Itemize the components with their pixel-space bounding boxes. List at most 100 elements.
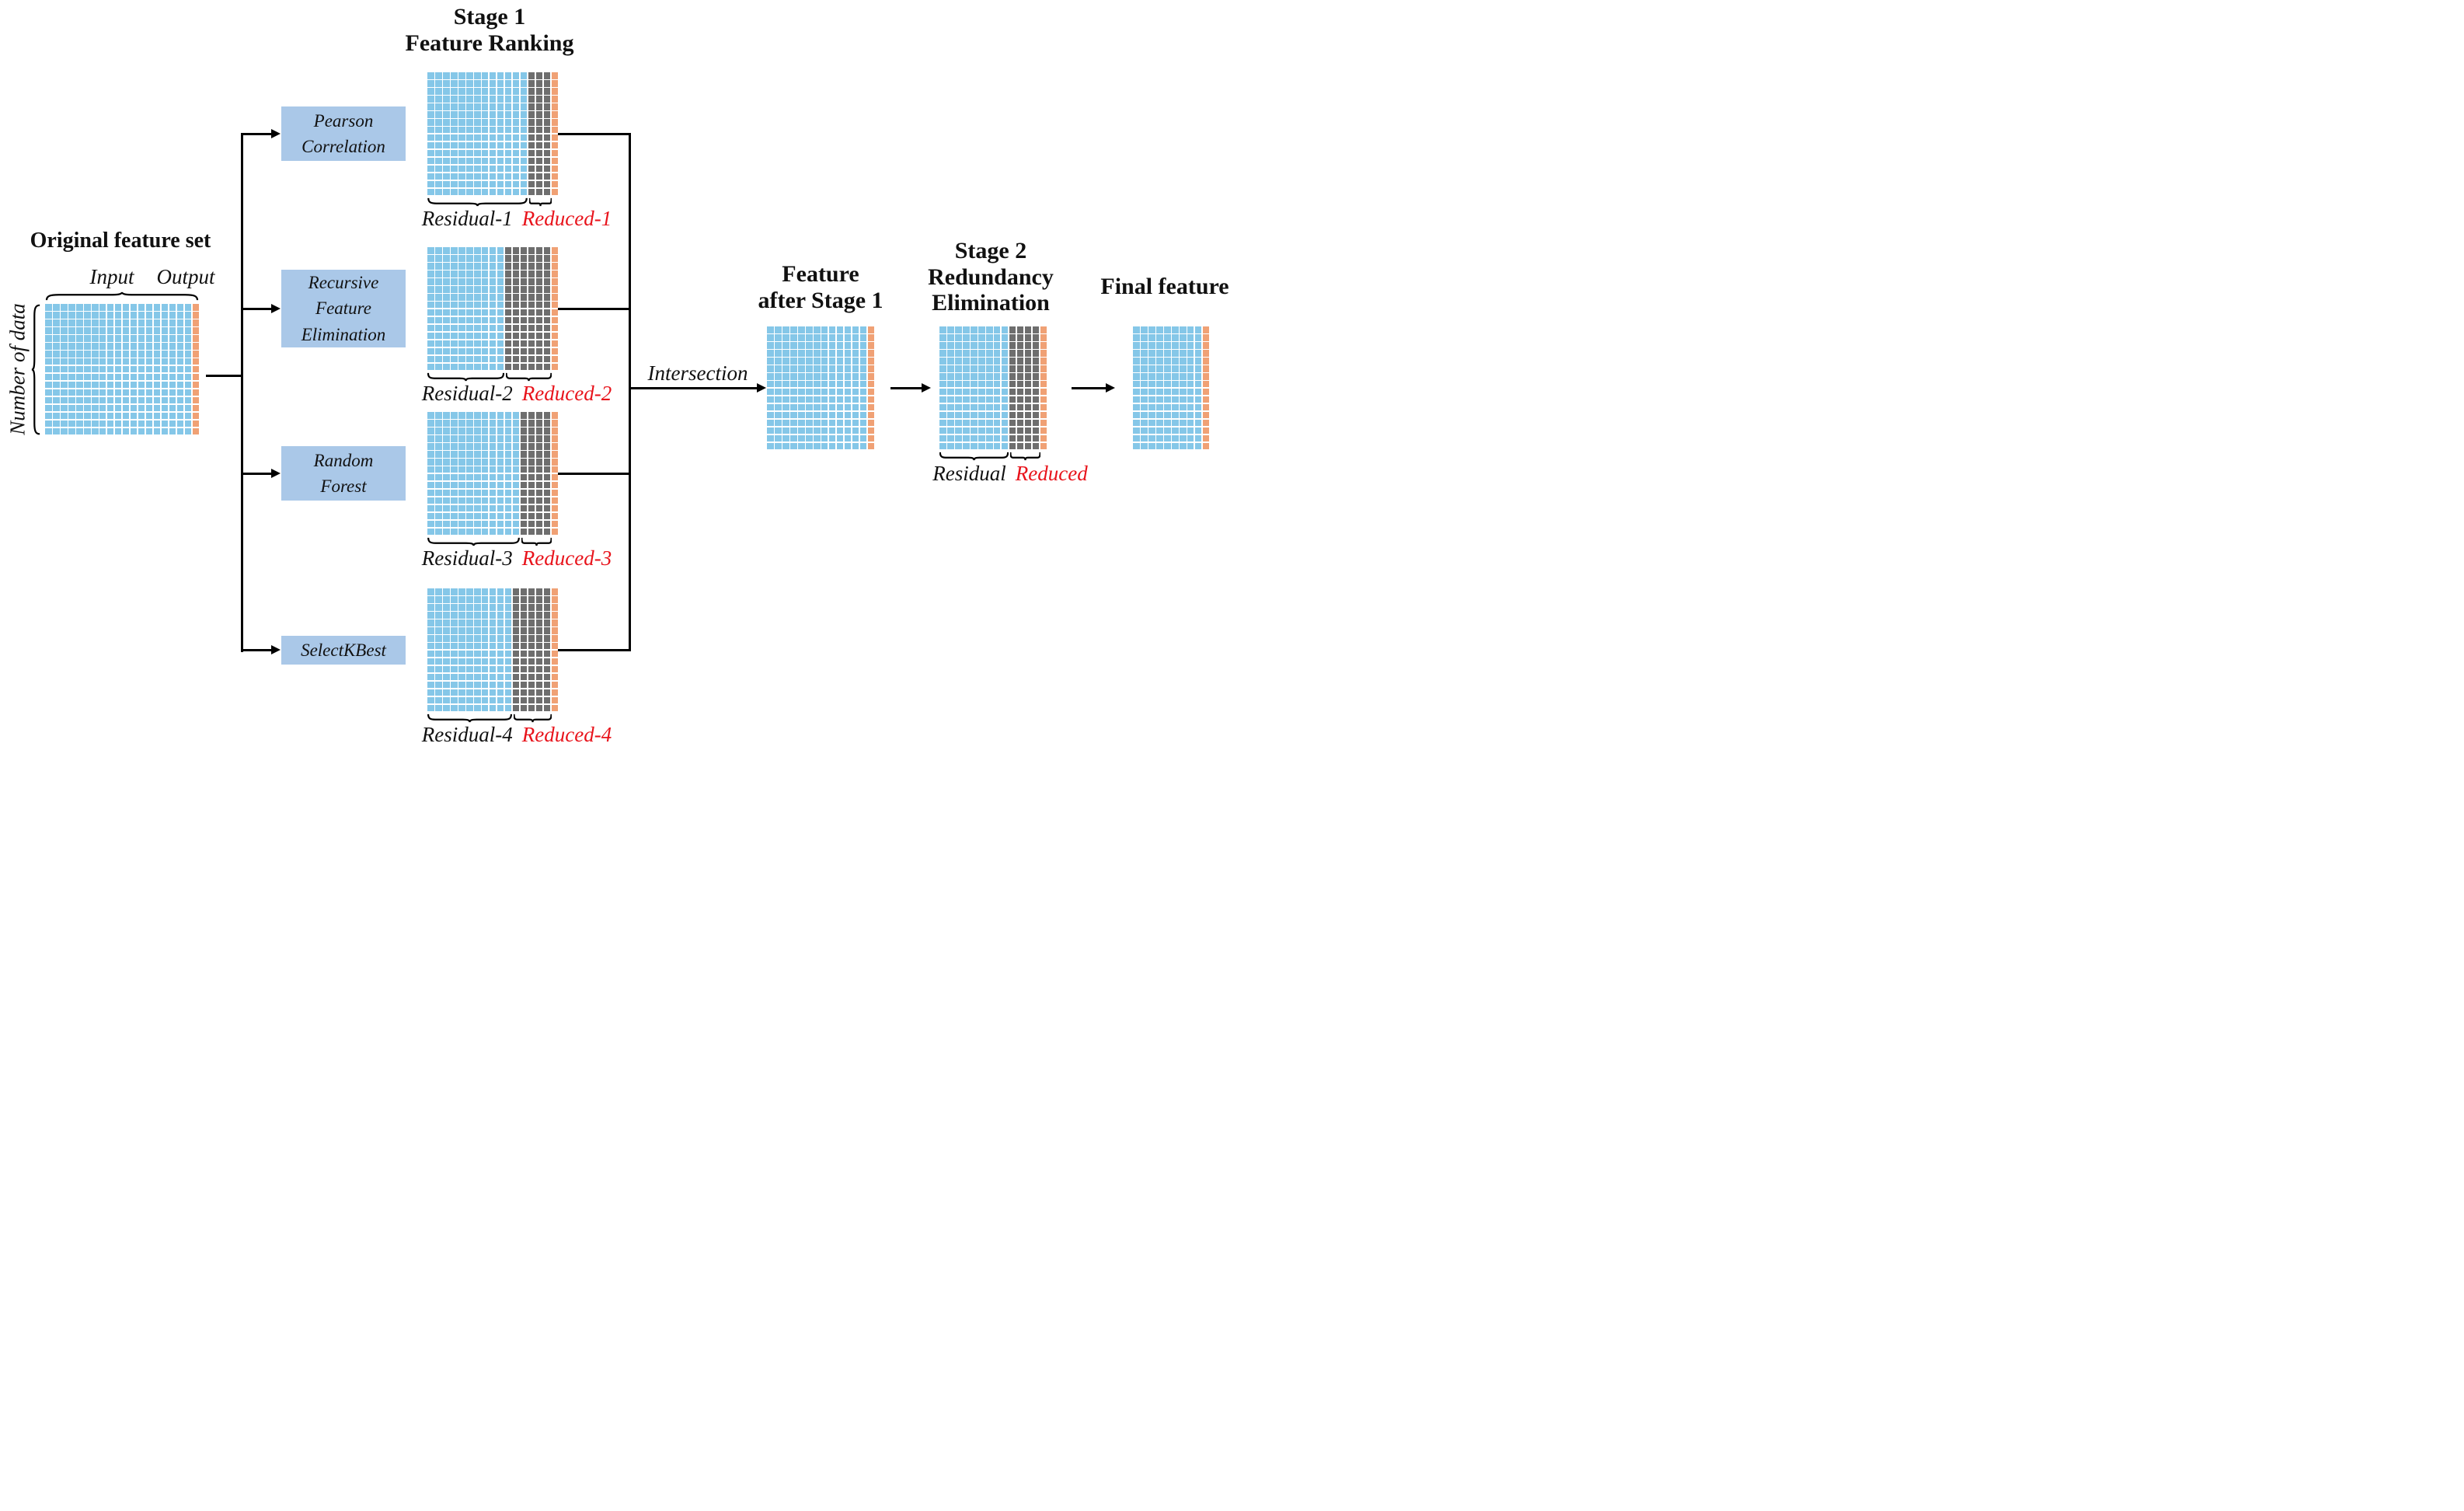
blue-cell [473, 285, 481, 293]
blue-cell [99, 319, 106, 326]
gray-cell [543, 173, 551, 180]
blue-cell [99, 381, 106, 389]
blue-cell [481, 355, 489, 363]
gray-cell [535, 262, 543, 270]
blue-cell [161, 365, 169, 373]
blue-cell [83, 350, 91, 358]
blue-cell [122, 358, 130, 365]
blue-cell [473, 165, 481, 173]
blue-cell [774, 365, 782, 372]
branch-line-2 [241, 308, 272, 310]
gray-cell [1009, 403, 1016, 411]
blue-cell [1194, 365, 1202, 372]
blue-cell [458, 316, 465, 324]
blue-cell [813, 365, 821, 372]
orange-cell [192, 311, 200, 319]
blue-cell [489, 316, 497, 324]
blue-cell [465, 293, 473, 301]
intersection-label: Intersection [647, 361, 748, 385]
blue-cell [985, 396, 993, 403]
blue-cell [442, 658, 450, 665]
blue-cell [122, 412, 130, 420]
blue-cell [789, 403, 797, 411]
blue-cell [52, 396, 60, 404]
blue-cell [504, 626, 512, 634]
blue-cell [106, 381, 114, 389]
blue-cell [83, 326, 91, 334]
blue-cell [427, 489, 434, 497]
blue-cell [91, 420, 99, 427]
gray-cell [543, 72, 551, 79]
blue-cell [1194, 388, 1202, 396]
blue-cell [978, 396, 985, 403]
blue-cell [99, 350, 106, 358]
blue-cell [828, 396, 836, 403]
blue-cell [114, 342, 122, 350]
blue-cell [489, 419, 497, 427]
gray-cell [1024, 419, 1032, 427]
orange-cell [551, 254, 559, 262]
blue-cell [52, 427, 60, 435]
gray-cell [520, 673, 528, 681]
blue-cell [1133, 396, 1140, 403]
blue-cell [805, 372, 813, 380]
blue-cell [176, 404, 184, 412]
blue-cell [169, 381, 176, 389]
blue-cell [176, 358, 184, 365]
gray-cell [535, 466, 543, 473]
blue-cell [434, 595, 442, 603]
blue-cell [442, 309, 450, 316]
blue-cell [99, 304, 106, 311]
blue-cell [434, 247, 442, 254]
gray-cell [528, 301, 535, 309]
orange-cell [551, 611, 559, 619]
blue-cell [821, 365, 828, 372]
gray-cell [1032, 380, 1040, 388]
orange-cell [192, 381, 200, 389]
gray-cell [535, 595, 543, 603]
blue-cell [442, 704, 450, 712]
blue-cell [442, 412, 450, 419]
gray-cell [535, 79, 543, 87]
blue-cell [114, 381, 122, 389]
blue-cell [504, 87, 512, 95]
blue-cell [1163, 442, 1171, 450]
blue-cell [60, 319, 68, 326]
orange-cell [551, 157, 559, 165]
gray-cell [504, 347, 512, 355]
blue-cell [60, 334, 68, 342]
gray-cell [520, 340, 528, 347]
orange-cell [867, 411, 875, 419]
blue-cell [852, 442, 859, 450]
blue-cell [497, 340, 504, 347]
gray-cell [1009, 396, 1016, 403]
blue-cell [497, 528, 504, 536]
blue-cell [946, 326, 954, 333]
blue-cell [1001, 341, 1009, 349]
blue-cell [68, 358, 75, 365]
blue-cell [836, 341, 844, 349]
blue-cell [481, 704, 489, 712]
gray-cell [535, 626, 543, 634]
orange-cell [867, 396, 875, 403]
blue-cell [130, 420, 138, 427]
blue-cell [434, 347, 442, 355]
blue-cell [473, 277, 481, 285]
blue-cell [1179, 357, 1187, 365]
orange-cell [551, 277, 559, 285]
gray-cell [504, 254, 512, 262]
blue-cell [497, 650, 504, 658]
gray-cell [520, 658, 528, 665]
blue-cell [489, 634, 497, 642]
blue-cell [434, 634, 442, 642]
blue-cell [1140, 434, 1148, 442]
gray-cell [543, 347, 551, 355]
gray-cell [1009, 372, 1016, 380]
blue-cell [465, 110, 473, 118]
blue-cell [512, 481, 520, 489]
blue-cell [75, 334, 83, 342]
gray-cell [1009, 326, 1016, 333]
gray-cell [543, 118, 551, 126]
blue-cell [45, 342, 52, 350]
blue-cell [844, 411, 852, 419]
